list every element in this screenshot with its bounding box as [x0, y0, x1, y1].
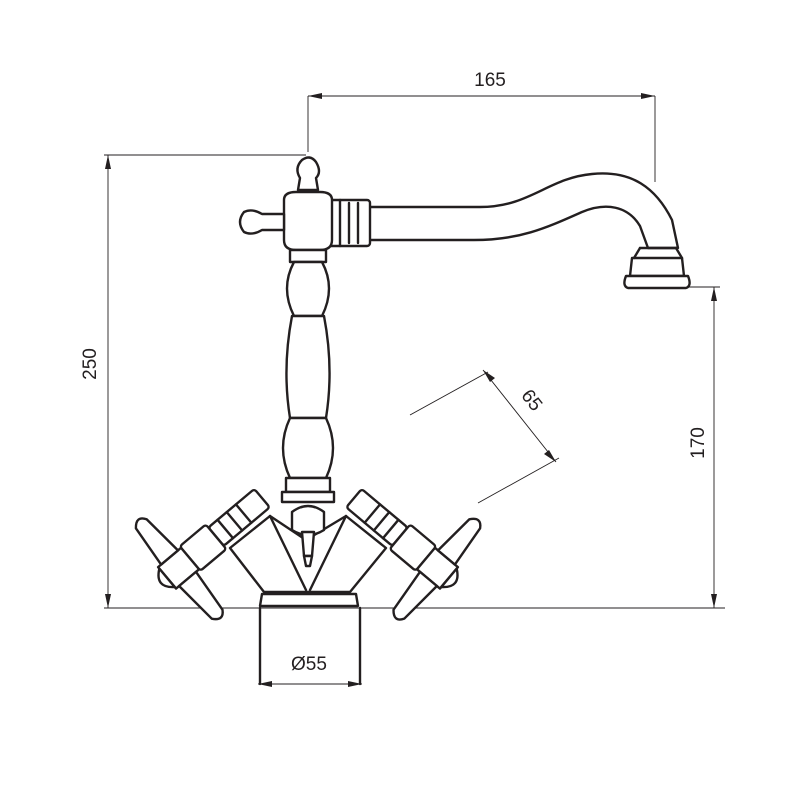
- column-middle: [285, 314, 331, 420]
- handle-extension-top: [409, 371, 489, 416]
- left-cross-arm-bottom: [177, 570, 224, 621]
- column-neck: [288, 248, 328, 264]
- base-flange: [258, 592, 360, 608]
- right-valve-ring-1: [363, 503, 382, 524]
- handle-arrow-bottom: [544, 450, 556, 462]
- handle-arrow-top: [483, 370, 495, 382]
- base-arrow-left: [258, 681, 272, 687]
- spout-height-arrow-bottom: [711, 594, 717, 608]
- total-height-label: 250: [80, 348, 101, 380]
- spout: [366, 172, 680, 250]
- handle-dimension-line: [482, 369, 557, 463]
- pop-up-stem: [300, 530, 316, 558]
- faucet: [238, 156, 691, 504]
- manifold-left-diag: [268, 514, 308, 592]
- height-arrow-bottom: [105, 594, 111, 608]
- spout-outlet-neck-3: [674, 246, 684, 260]
- base-diameter-label: Ø55: [291, 654, 327, 675]
- base-arrow-right: [348, 681, 362, 687]
- column-collar: [284, 476, 332, 494]
- handle-extension-bottom: [477, 457, 560, 504]
- spout-outlet-rim: [623, 274, 691, 290]
- left-valve-ring-1: [216, 518, 235, 540]
- column-lower-bulb: [281, 416, 335, 480]
- pop-up-tip: [302, 554, 314, 568]
- top-hub: [282, 190, 334, 252]
- reach-arrow-left: [308, 93, 322, 99]
- top-knob: [296, 156, 321, 192]
- valve-body: [228, 504, 388, 686]
- left-valve-ring-3: [234, 503, 253, 524]
- spout-outlet: [628, 256, 686, 278]
- dimension-lines: [104, 93, 725, 687]
- central-boss: [290, 504, 326, 537]
- right-cross-arm-bottom: [392, 570, 439, 621]
- column-collar-lower: [280, 490, 336, 504]
- right-handle: [346, 488, 482, 621]
- left-handle: [134, 488, 270, 621]
- left-cross-cap: [157, 567, 176, 589]
- height-arrow-top: [105, 155, 111, 169]
- manifold-right-diag: [308, 514, 348, 592]
- right-cross-arm-top: [436, 517, 482, 566]
- right-valve-ring-2: [372, 510, 391, 532]
- spout-outlet-neck-2: [632, 246, 642, 260]
- reach-label: 165: [474, 70, 506, 91]
- right-cross-cap: [440, 567, 459, 589]
- spout-height-label: 170: [688, 427, 709, 459]
- spout-height-arrow-top: [711, 287, 717, 301]
- column-upper-bulb: [285, 260, 331, 318]
- handle-span-label: 65: [517, 386, 547, 416]
- left-cross-arm-top: [134, 517, 180, 566]
- side-lever: [238, 209, 286, 235]
- dimension-labels: 165 250 170 65 Ø55: [80, 70, 709, 675]
- left-valve-ring-2: [225, 510, 244, 532]
- right-valve-ring-3: [381, 518, 400, 540]
- reach-arrow-right: [641, 93, 655, 99]
